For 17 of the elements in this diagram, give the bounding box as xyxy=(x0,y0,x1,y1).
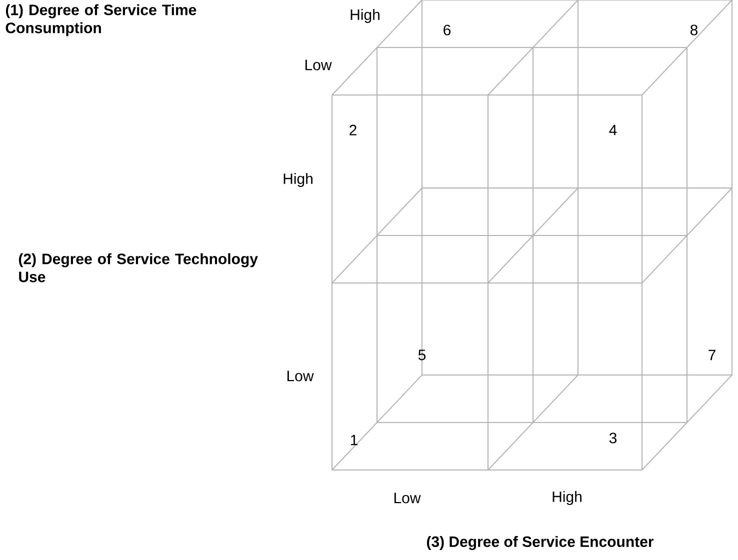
axis-title: (1) Degree of Service Time Consumption xyxy=(6,4,196,36)
cell-number: 6 xyxy=(444,24,451,36)
cell-number: 8 xyxy=(690,24,698,36)
cell-number: 4 xyxy=(609,124,617,136)
axis-value: High xyxy=(284,173,312,187)
axis-value: Low xyxy=(394,492,421,504)
cell-number: 3 xyxy=(609,432,617,444)
cell-number: 7 xyxy=(708,350,716,360)
cell-number: 5 xyxy=(418,350,426,360)
cell-number: 2 xyxy=(350,124,356,136)
axis-value: High xyxy=(552,491,582,505)
axis-title: (2) Degree of Service Technology Use xyxy=(18,253,258,282)
axis-value: Low xyxy=(305,60,332,70)
axis-value: High xyxy=(350,9,380,23)
axis-value: Low xyxy=(287,370,314,382)
cell-number: 1 xyxy=(350,434,358,446)
axis-title: (3) Degree of Service Encounter xyxy=(426,536,654,550)
